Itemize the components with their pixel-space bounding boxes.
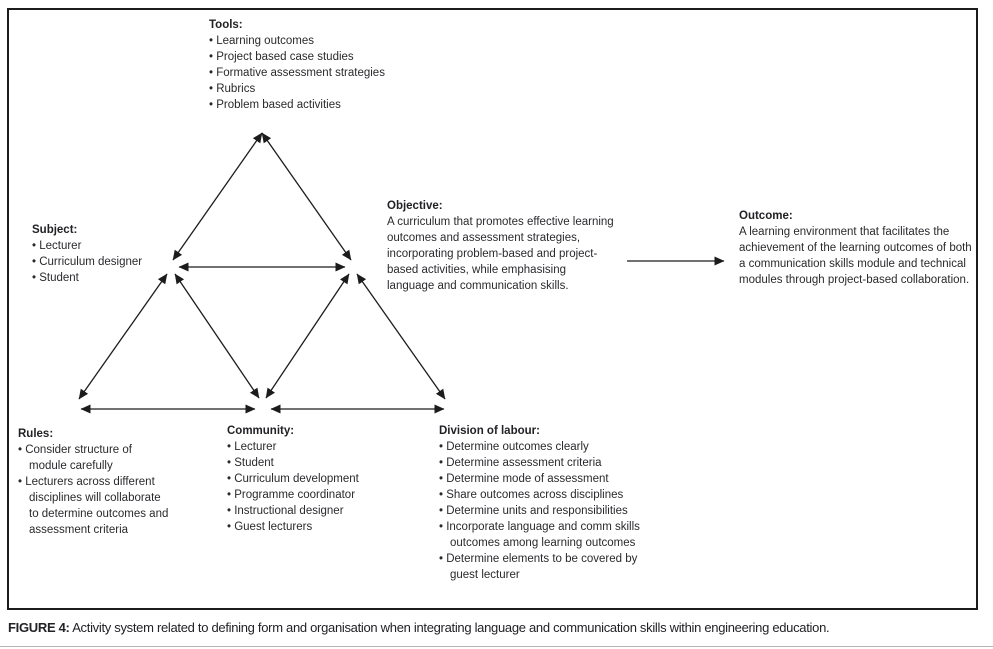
edge-subject-community bbox=[174, 273, 260, 399]
node-division-title: Division of labour: bbox=[439, 425, 540, 437]
list-item: • Rubrics bbox=[209, 83, 256, 95]
list-item: • Curriculum designer bbox=[32, 256, 143, 268]
list-item: • Determine assessment criteria bbox=[439, 457, 602, 469]
node-subject: Subject: • Lecturer • Curriculum designer… bbox=[32, 222, 197, 286]
figure-caption-label: FIGURE 4: bbox=[8, 620, 70, 635]
list-item: • Share outcomes across disciplines bbox=[439, 489, 624, 501]
node-objective-title: Objective: bbox=[387, 200, 443, 212]
node-tools-list: • Learning outcomes • Project based case … bbox=[209, 33, 454, 113]
list-item: • Lecturers across different disciplines… bbox=[18, 476, 169, 536]
node-community-list: • Lecturer • Student • Curriculum developm… bbox=[227, 439, 422, 535]
list-item: • Project based case studies bbox=[209, 51, 354, 63]
node-community-title: Community: bbox=[227, 425, 295, 437]
node-rules-list: • Consider structure of module carefully… bbox=[18, 442, 170, 538]
list-item: • Determine mode of assessment bbox=[439, 473, 609, 485]
node-subject-title: Subject: bbox=[32, 224, 78, 236]
node-subject-list: • Lecturer • Curriculum designer • Student bbox=[32, 238, 197, 286]
figure-border-box: Tools: • Learning outcomes • Project base… bbox=[7, 8, 978, 610]
figure-caption: FIGURE 4: Activity system related to def… bbox=[8, 620, 988, 635]
node-outcome-title: Outcome: bbox=[739, 210, 793, 222]
list-item: • Formative assessment strategies bbox=[209, 67, 385, 79]
node-rules-title: Rules: bbox=[18, 428, 54, 440]
edge-subject-rules bbox=[78, 273, 168, 400]
list-item: • Programme coordinator bbox=[227, 489, 356, 501]
node-objective: Objective: A curriculum that promotes ef… bbox=[387, 198, 615, 294]
list-item: • Student bbox=[227, 457, 274, 469]
figure-caption-text: Activity system related to defining form… bbox=[69, 620, 830, 635]
list-item: • Guest lecturers bbox=[227, 521, 313, 533]
bottom-rule-divider bbox=[0, 646, 993, 647]
list-item: • Lecturer bbox=[32, 240, 82, 252]
list-item: • Instructional designer bbox=[227, 505, 344, 517]
node-tools: Tools: • Learning outcomes • Project base… bbox=[209, 17, 454, 113]
edge-object-community bbox=[265, 273, 350, 399]
list-item: • Determine elements to be covered by gu… bbox=[439, 553, 638, 581]
list-item: • Student bbox=[32, 272, 79, 284]
node-community: Community: • Lecturer • Student • Curricul… bbox=[227, 423, 422, 535]
list-item: • Determine units and responsibilities bbox=[439, 505, 628, 517]
node-rules: Rules: • Consider structure of module ca… bbox=[18, 426, 170, 538]
node-outcome-text: A learning environment that facilitates … bbox=[739, 226, 972, 286]
node-division: Division of labour: • Determine outcomes… bbox=[439, 423, 644, 583]
list-item: • Curriculum development bbox=[227, 473, 359, 485]
list-item: • Determine outcomes clearly bbox=[439, 441, 589, 453]
list-item: • Incorporate language and comm skills o… bbox=[439, 521, 640, 549]
node-tools-title: Tools: bbox=[209, 19, 243, 31]
node-division-list: • Determine outcomes clearly • Determine … bbox=[439, 439, 644, 583]
node-outcome: Outcome: A learning environment that fac… bbox=[739, 208, 981, 288]
list-item: • Consider structure of module carefully bbox=[18, 444, 132, 472]
edge-tools-object bbox=[261, 132, 352, 261]
list-item: • Problem based activities bbox=[209, 99, 341, 111]
node-objective-text: A curriculum that promotes effective lea… bbox=[387, 216, 614, 292]
list-item: • Learning outcomes bbox=[209, 35, 315, 47]
list-item: • Lecturer bbox=[227, 441, 277, 453]
